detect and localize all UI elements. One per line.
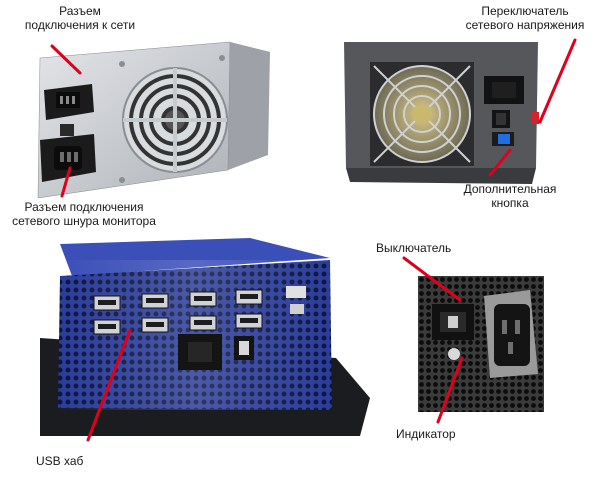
label-usb-hub: USB хаб (36, 454, 84, 468)
power-switch (432, 304, 474, 340)
label-mains-connector-line1: Разъем (59, 4, 101, 18)
label-voltage-switch-line1: Переключатель (481, 4, 569, 18)
mains-socket (44, 84, 94, 120)
label-monitor-cord-connector: Разъем подключения сетевого шнура монито… (0, 200, 168, 228)
label-indicator: Индикатор (396, 427, 456, 441)
switch-closeup-photo (418, 276, 544, 412)
usb-hub-psu-photo (40, 238, 370, 436)
label-voltage-switch-line2: сетевого напряжения (465, 18, 585, 32)
mains-socket (484, 290, 538, 378)
indicator-light (448, 348, 460, 360)
label-monitor-cord-line2: сетевого шнура монитора (12, 214, 156, 228)
dark-psu-photo (344, 42, 539, 184)
mains-socket (484, 76, 524, 104)
silver-psu-photo (37, 41, 270, 199)
voltage-switch (532, 112, 539, 124)
monitor-socket (40, 134, 96, 182)
label-monitor-cord-line1: Разъем подключения (24, 200, 144, 214)
label-voltage-switch: Переключатель сетевого напряжения (450, 4, 600, 32)
label-mains-connector: Разъем подключения к сети (10, 4, 150, 32)
extra-button (492, 132, 514, 146)
label-switch: Выключатель (376, 241, 452, 255)
label-mains-connector-line2: подключения к сети (24, 18, 136, 32)
label-extra-button-line1: Дополнительная (463, 182, 557, 196)
mains-socket (178, 334, 222, 370)
label-extra-button: Дополнительная кнопка (450, 182, 570, 210)
label-extra-button-line2: кнопка (491, 196, 529, 210)
